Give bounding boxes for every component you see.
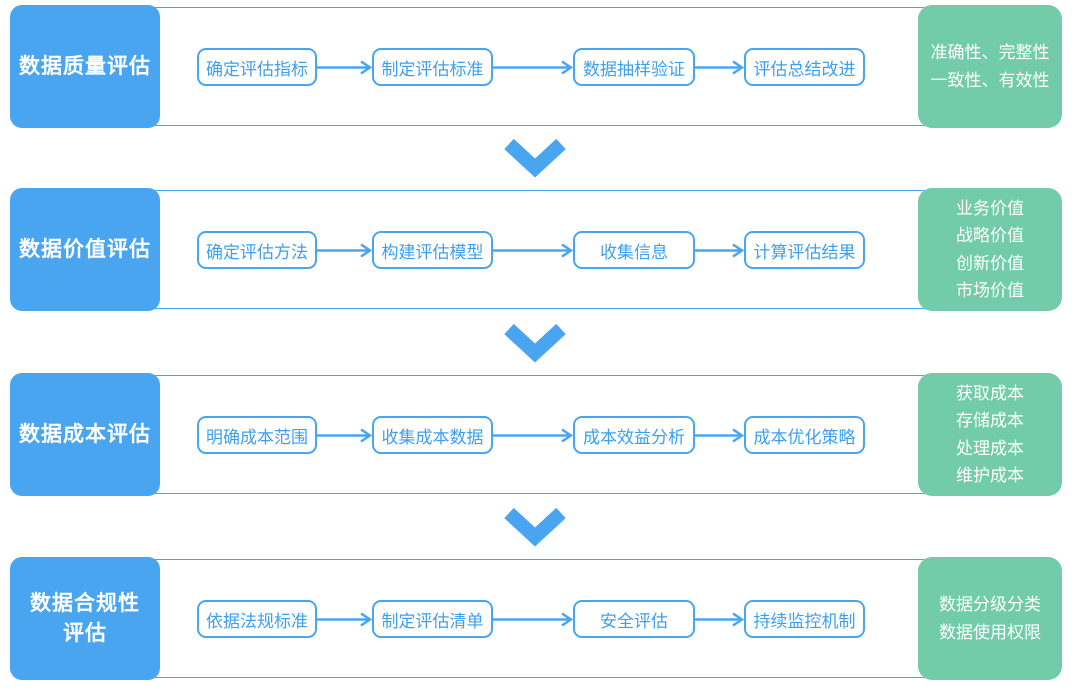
step-box: 制定评估清单 — [372, 600, 493, 638]
row-label: 数据价值评估 — [10, 188, 160, 311]
process-row-compliance: 数据合规性 评估 依据法规标准 制定评估清单 安全评估 持续监控机制 数据分级分… — [0, 557, 1080, 680]
arrow-right-icon — [493, 428, 573, 443]
output-box: 准确性、完整性 一致性、有效性 — [918, 5, 1062, 128]
arrow-right-icon — [317, 243, 372, 258]
arrow-right-icon — [493, 243, 573, 258]
step-box: 评估总结改进 — [744, 48, 865, 86]
arrow-right-icon — [493, 60, 573, 75]
step-box: 数据抽样验证 — [573, 48, 695, 86]
output-box: 业务价值 战略价值 创新价值 市场价值 — [918, 188, 1062, 311]
output-line: 准确性、完整性 — [930, 43, 1050, 63]
step-box: 确定评估方法 — [197, 231, 317, 269]
step-box: 成本效益分析 — [573, 416, 695, 454]
chevron-down-icon — [504, 507, 566, 547]
output-line: 获取成本 — [956, 384, 1024, 404]
step-box: 构建评估模型 — [372, 231, 493, 269]
step-box: 收集成本数据 — [372, 416, 493, 454]
process-row-value: 数据价值评估 确定评估方法 构建评估模型 收集信息 计算评估结果 业务价值 战略… — [0, 188, 1080, 311]
process-row-quality: 数据质量评估 确定评估指标 制定评估标准 数据抽样验证 评估总结改进 准确性、完… — [0, 5, 1080, 128]
arrow-right-icon — [493, 612, 573, 627]
output-line: 处理成本 — [956, 438, 1024, 458]
output-line: 战略价值 — [956, 226, 1024, 246]
chevron-down-icon — [504, 323, 566, 363]
arrow-right-icon — [695, 612, 744, 627]
step-box: 收集信息 — [573, 231, 695, 269]
output-line: 一致性、有效性 — [930, 70, 1050, 90]
step-box: 确定评估指标 — [197, 48, 317, 86]
step-box: 制定评估标准 — [372, 48, 493, 86]
arrow-right-icon — [695, 243, 744, 258]
step-box: 依据法规标准 — [197, 600, 317, 638]
step-box: 安全评估 — [573, 600, 695, 638]
row-label: 数据合规性 评估 — [10, 557, 160, 680]
process-row-cost: 数据成本评估 明确成本范围 收集成本数据 成本效益分析 成本优化策略 获取成本 … — [0, 373, 1080, 496]
step-box: 明确成本范围 — [197, 416, 317, 454]
output-line: 数据使用权限 — [939, 622, 1041, 642]
output-line: 业务价值 — [956, 199, 1024, 219]
step-box: 持续监控机制 — [744, 600, 865, 638]
step-box: 成本优化策略 — [744, 416, 865, 454]
arrow-right-icon — [317, 428, 372, 443]
arrow-right-icon — [695, 428, 744, 443]
output-line: 存储成本 — [956, 411, 1024, 431]
output-line: 数据分级分类 — [939, 595, 1041, 615]
chevron-down-icon — [504, 138, 566, 178]
arrow-right-icon — [695, 60, 744, 75]
output-line: 市场价值 — [956, 280, 1024, 300]
output-line: 创新价值 — [956, 253, 1024, 273]
arrow-right-icon — [317, 60, 372, 75]
row-label: 数据质量评估 — [10, 5, 160, 128]
output-line: 维护成本 — [956, 465, 1024, 485]
output-box: 获取成本 存储成本 处理成本 维护成本 — [918, 373, 1062, 496]
row-label: 数据成本评估 — [10, 373, 160, 496]
output-box: 数据分级分类 数据使用权限 — [918, 557, 1062, 680]
step-box: 计算评估结果 — [744, 231, 865, 269]
arrow-right-icon — [317, 612, 372, 627]
